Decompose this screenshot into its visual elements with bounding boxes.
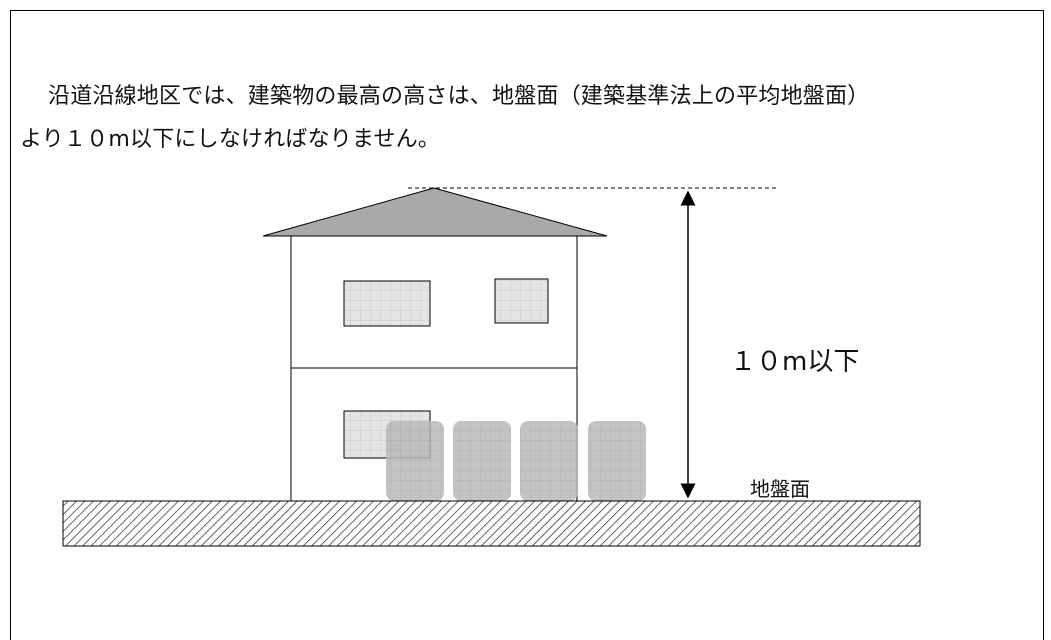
window-upper-right bbox=[494, 278, 549, 324]
shrub-3 bbox=[520, 421, 578, 501]
paragraph-line-1: 沿道沿線地区では、建築物の最高の高さは、地盤面（建築基準法上の平均地盤面） bbox=[48, 84, 870, 109]
ground-hatched bbox=[62, 500, 921, 547]
shrub-2 bbox=[453, 421, 511, 501]
window-upper-left bbox=[343, 280, 431, 327]
height-label: １０m以下 bbox=[730, 347, 859, 377]
ground-label: 地盤面 bbox=[750, 477, 810, 501]
document-frame bbox=[10, 10, 1044, 640]
roof bbox=[262, 187, 608, 237]
shrub-1 bbox=[386, 421, 444, 501]
paragraph-line-2: より１０m以下にしなければなりません。 bbox=[20, 127, 441, 152]
hedge bbox=[386, 421, 646, 501]
shrub-4 bbox=[588, 421, 646, 501]
